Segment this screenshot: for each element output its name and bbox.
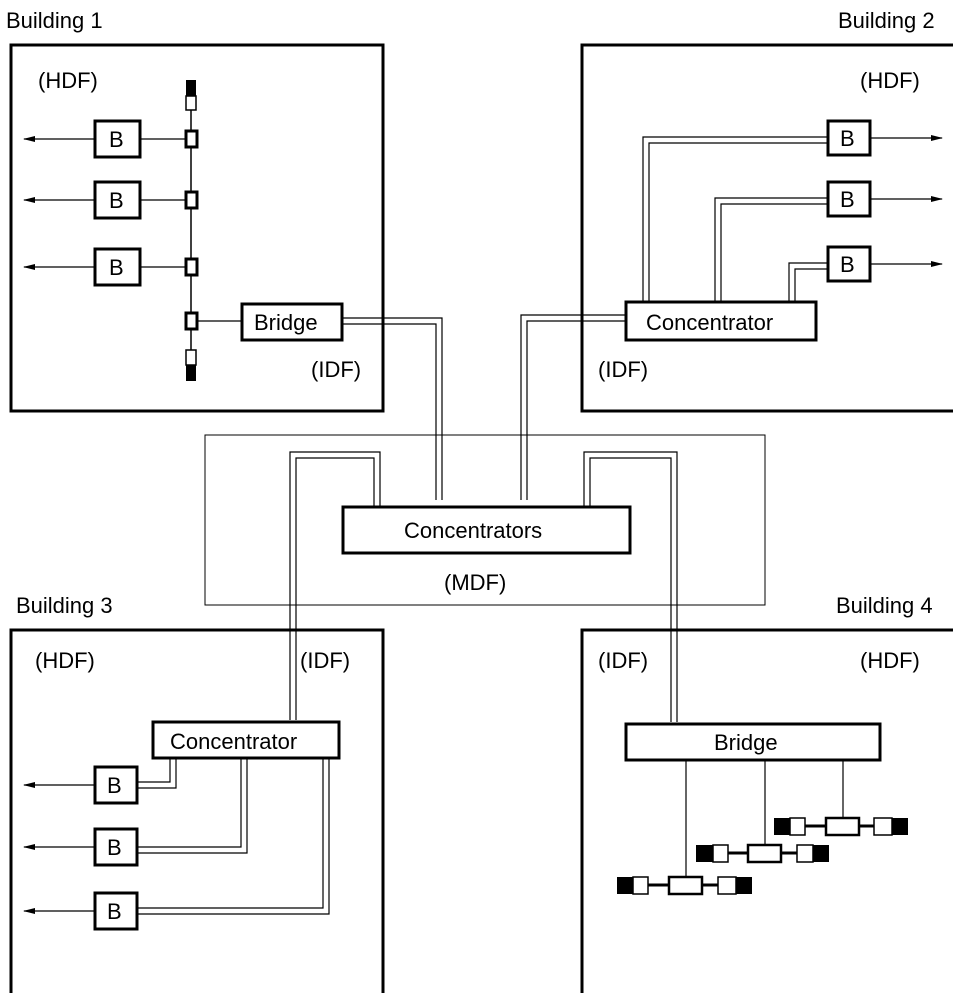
building-4-title: Building 4 [836, 593, 933, 618]
b3-b-label-3: B [107, 899, 122, 924]
b1-terminator-top [186, 80, 196, 96]
b4-hdf-label: (HDF) [860, 648, 920, 673]
mdf-concentrators-label: Concentrators [404, 518, 542, 543]
b4-segment-3 [774, 816, 908, 837]
b2-b-label-2: B [840, 187, 855, 212]
b3-b-box-1 [93, 765, 139, 805]
b1-tap-4 [184, 311, 199, 331]
b1-idf-label: (IDF) [311, 357, 361, 382]
mdf-box [204, 434, 766, 606]
b3-idf-label: (IDF) [300, 648, 350, 673]
b1-bridge-box [240, 302, 344, 342]
b1-tap-2 [184, 190, 199, 210]
b1-hdf-label: (HDF) [38, 68, 98, 93]
b4-idf-label: (IDF) [598, 648, 648, 673]
b1-uplink-cable [342, 317, 443, 500]
b3-b-box-2 [93, 827, 139, 867]
building-3-box [9, 628, 385, 993]
b1-b-box-3 [93, 247, 142, 287]
b2-cable-2 [714, 197, 828, 302]
b2-uplink-cable [520, 314, 626, 500]
b2-b-box-1 [826, 119, 872, 157]
building-2-box [580, 43, 953, 413]
b4-bridge-label: Bridge [714, 730, 778, 755]
b1-b-label-3: B [109, 255, 124, 280]
b3-b-label-1: B [107, 773, 122, 798]
building-1-title: Building 1 [6, 8, 103, 33]
mdf-to-b3-cable [289, 451, 381, 720]
b3-concentrator-label: Concentrator [170, 729, 297, 754]
b2-b-label-3: B [840, 252, 855, 277]
b1-terminator-top-cap [185, 95, 197, 111]
b3-b-box-3 [93, 891, 139, 931]
b1-tap-3 [184, 257, 199, 277]
b3-cable-2 [137, 758, 248, 854]
b2-concentrator-box [624, 300, 818, 342]
b1-b-box-2 [93, 180, 142, 220]
b4-segment-1 [617, 875, 752, 896]
building-1-box [9, 43, 385, 413]
b2-cable-3 [788, 262, 828, 302]
mdf-label: (MDF) [444, 570, 506, 595]
b4-bridge-box [624, 722, 882, 762]
b3-concentrator-box [151, 720, 341, 760]
b3-cable-3 [137, 758, 330, 915]
building-4-box [580, 628, 953, 993]
b1-bridge-label: Bridge [254, 310, 318, 335]
b2-idf-label: (IDF) [598, 357, 648, 382]
building-3-title: Building 3 [16, 593, 113, 618]
b2-concentrator-label: Concentrator [646, 310, 773, 335]
b3-hdf-label: (HDF) [35, 648, 95, 673]
b2-hdf-label: (HDF) [860, 68, 920, 93]
b1-terminator-bottom [186, 365, 196, 381]
b1-b-box-1 [93, 119, 142, 159]
b1-tap-1 [184, 129, 199, 149]
b2-b-label-1: B [840, 126, 855, 151]
building-2-title: Building 2 [838, 8, 935, 33]
b3-b-label-2: B [107, 835, 122, 860]
b3-cable-1 [137, 758, 177, 789]
mdf-to-b4-cable [583, 451, 678, 722]
b4-segment-2 [696, 843, 829, 864]
b1-b-label-2: B [109, 188, 124, 213]
b1-terminator-bottom-cap [185, 349, 197, 366]
mdf-concentrators-box [341, 505, 632, 555]
b2-cable-1 [642, 136, 828, 302]
b1-b-label-1: B [109, 127, 124, 152]
